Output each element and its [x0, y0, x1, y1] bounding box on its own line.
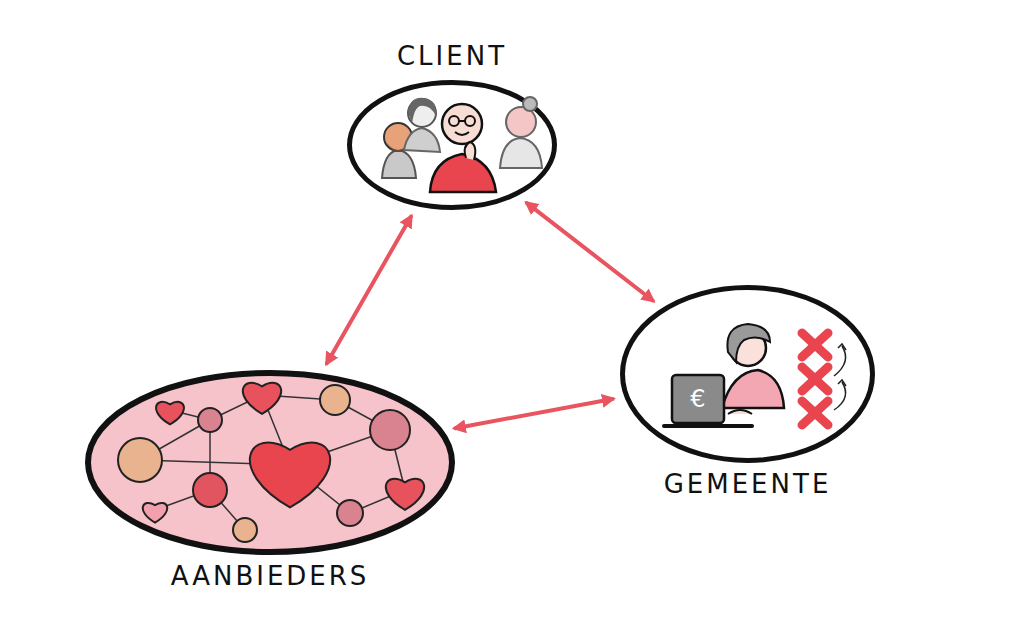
ellipse-outline [347, 80, 557, 210]
amsterdam-crosses [802, 333, 828, 425]
client-ellipse: CLIENT [347, 80, 557, 210]
double-arrow [327, 217, 411, 364]
ellipse-outline [85, 370, 455, 555]
ellipse-outline [620, 285, 875, 463]
provider-network [140, 395, 405, 530]
node-title: GEMEENTE [664, 469, 832, 500]
gemeente-worker [664, 324, 784, 426]
node-title: CLIENT [397, 41, 507, 72]
currency-sign: € [690, 385, 705, 413]
cross-arrows [834, 344, 846, 410]
gemeente-ellipse: GEMEENTE [620, 285, 875, 463]
provider-shapes [118, 383, 424, 542]
double-arrow [527, 203, 653, 300]
double-arrow [455, 399, 612, 428]
aanbieders-ellipse: AANBIEDERS [85, 370, 455, 555]
client-people [382, 97, 542, 192]
node-title: AANBIEDERS [171, 561, 370, 592]
